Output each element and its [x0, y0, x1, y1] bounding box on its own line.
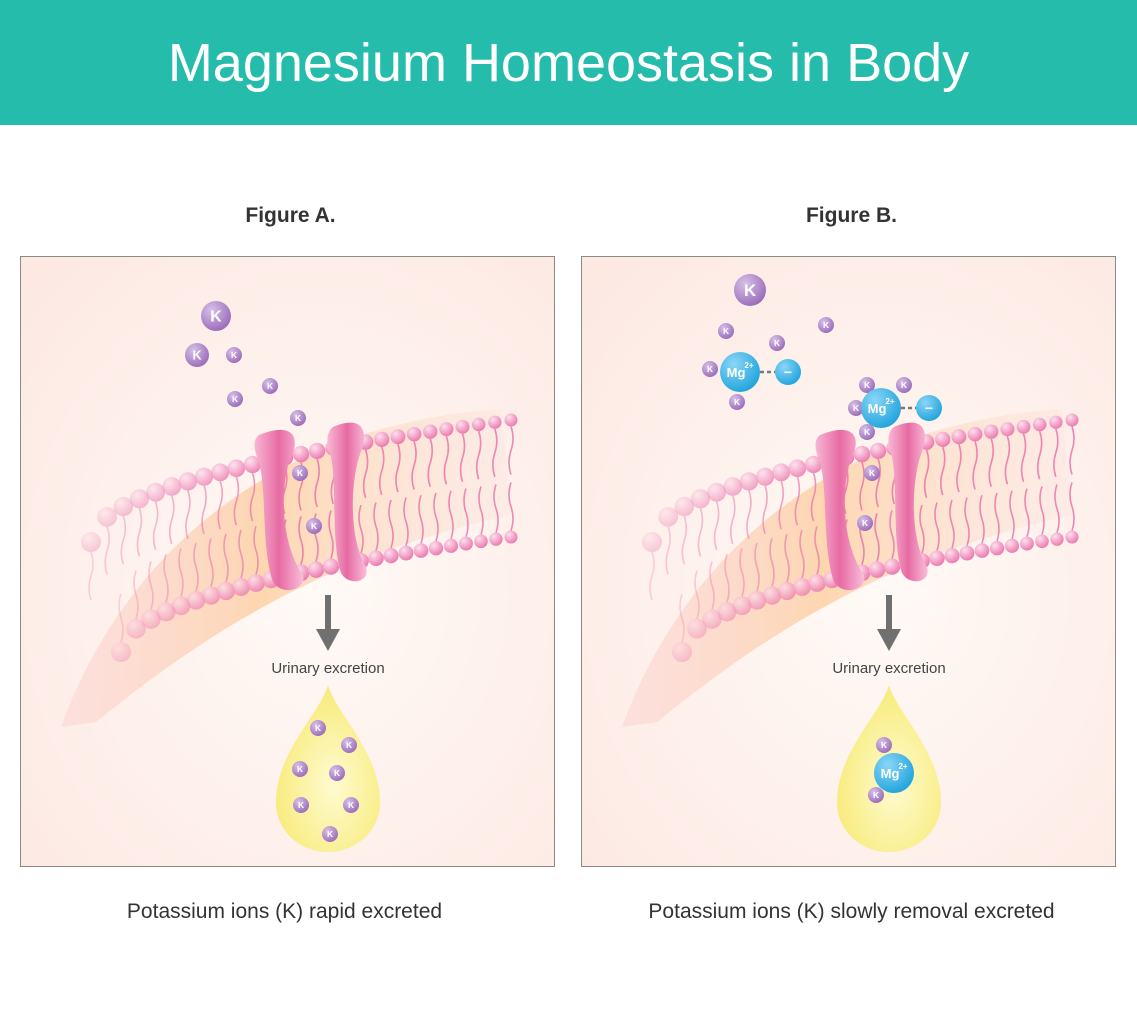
potassium-ion: K — [702, 361, 718, 377]
svg-text:K: K — [853, 403, 859, 413]
membrane-layer — [582, 257, 1115, 866]
figure-a-diagram: K K K K K K K K K K K K K K K Urinary excretion — [21, 257, 554, 866]
svg-text:K: K — [210, 309, 222, 326]
figure-b-caption: Potassium ions (K) slowly removal excret… — [648, 900, 1055, 923]
excretion-arrow-head — [877, 629, 901, 651]
svg-text:K: K — [864, 380, 870, 390]
ion-layer: K K K K K K K K K K K K K K K — [185, 301, 359, 842]
svg-text:K: K — [774, 338, 780, 348]
potassium-ion: K — [857, 515, 873, 531]
potassium-ion: K — [227, 391, 243, 407]
potassium-ion: K — [859, 424, 875, 440]
potassium-ion: K — [718, 323, 734, 339]
potassium-ion: K — [262, 378, 278, 394]
svg-text:K: K — [348, 800, 354, 810]
svg-text:K: K — [881, 740, 887, 750]
svg-text:K: K — [231, 350, 237, 360]
magnesium-label: Mg — [868, 401, 887, 416]
potassium-ion: K — [306, 518, 322, 534]
potassium-ion: K — [292, 761, 308, 777]
svg-text:K: K — [901, 380, 907, 390]
potassium-ion: K — [859, 377, 875, 393]
svg-text:K: K — [723, 326, 729, 336]
channel-protein-right — [327, 422, 367, 582]
svg-text:K: K — [232, 394, 238, 404]
phospholipid-tails — [88, 426, 514, 643]
svg-text:K: K — [311, 521, 317, 531]
channel-protein-right — [888, 422, 928, 582]
svg-text:K: K — [869, 468, 875, 478]
svg-text:K: K — [744, 281, 756, 300]
anion-label: − — [784, 364, 792, 380]
svg-text:K: K — [315, 723, 321, 733]
potassium-ion: K — [896, 377, 912, 393]
magnesium-charge: 2+ — [885, 397, 894, 406]
svg-text:K: K — [734, 397, 740, 407]
channel-protein-left — [815, 429, 865, 591]
potassium-ion: K — [868, 787, 884, 803]
potassium-ion: K — [734, 274, 766, 306]
potassium-ion: K — [322, 826, 338, 842]
potassium-ion: K — [769, 335, 785, 351]
figure-a-title: Figure A. — [245, 204, 336, 227]
svg-text:K: K — [297, 468, 303, 478]
magnesium-ion — [861, 388, 901, 428]
potassium-ion: K — [329, 765, 345, 781]
membrane-layer — [21, 257, 554, 866]
excretion-arrow-shaft — [325, 595, 331, 635]
svg-text:K: K — [192, 349, 201, 363]
urinary-excretion-label: Urinary excretion — [271, 660, 384, 677]
anion — [916, 395, 942, 421]
svg-text:2+: 2+ — [898, 762, 907, 771]
figure-b-title: Figure B. — [805, 204, 897, 227]
figure-a-caption: Potassium ions (K) rapid excreted — [126, 900, 443, 923]
svg-text:K: K — [295, 413, 301, 423]
title-banner: Magnesium Homeostasis in Body — [0, 0, 1137, 125]
potassium-ion: K — [292, 465, 308, 481]
svg-text:K: K — [823, 320, 829, 330]
svg-text:K: K — [707, 364, 713, 374]
figure-a-panel: K K K K K K K K K K K K K K K Urinary excretion — [20, 256, 555, 867]
urinary-excretion-label: Urinary excretion — [832, 660, 945, 677]
svg-text:K: K — [862, 518, 868, 528]
potassium-ion: K — [729, 394, 745, 410]
excretion-arrow-head — [316, 629, 340, 651]
potassium-ion: K — [185, 343, 209, 367]
potassium-ion: K — [310, 720, 326, 736]
anion — [775, 359, 801, 385]
excretion-arrow-shaft — [886, 595, 892, 635]
svg-text:K: K — [334, 768, 340, 778]
potassium-ion: K — [201, 301, 231, 331]
channel-protein-left — [254, 429, 304, 591]
page-title: Magnesium Homeostasis in Body — [167, 32, 970, 93]
potassium-ion: K — [864, 465, 880, 481]
potassium-ion: K — [341, 737, 357, 753]
magnesium-ion — [720, 352, 760, 392]
potassium-ion: K — [226, 347, 242, 363]
svg-text:Mg: Mg — [881, 766, 900, 781]
potassium-ion: K — [293, 797, 309, 813]
svg-text:K: K — [297, 764, 303, 774]
svg-text:K: K — [327, 829, 333, 839]
svg-text:K: K — [346, 740, 352, 750]
svg-text:K: K — [864, 427, 870, 437]
potassium-ion: K — [876, 737, 892, 753]
anion-label: − — [925, 400, 933, 416]
potassium-ion: K — [343, 797, 359, 813]
magnesium-charge: 2+ — [744, 361, 753, 370]
magnesium-label: Mg — [727, 365, 746, 380]
svg-text:K: K — [267, 381, 273, 391]
potassium-ion: K — [290, 410, 306, 426]
svg-text:K: K — [873, 790, 879, 800]
potassium-ion: K — [848, 400, 864, 416]
potassium-ion: K — [818, 317, 834, 333]
svg-text:K: K — [298, 800, 304, 810]
